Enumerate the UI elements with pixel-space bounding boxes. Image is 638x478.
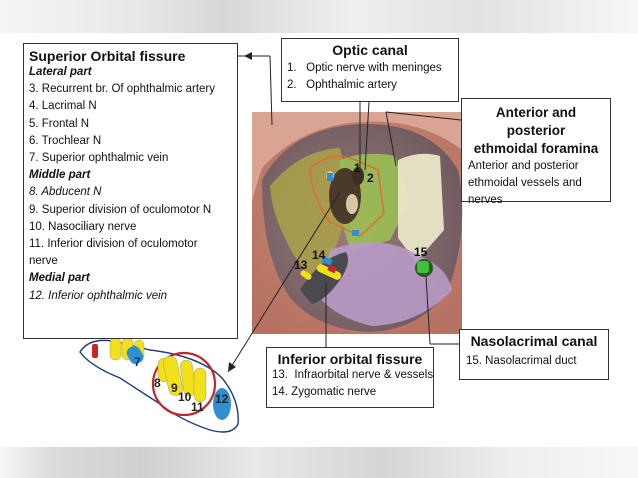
- schematic-label-10: 10: [178, 390, 192, 404]
- label-15: 15: [414, 245, 428, 259]
- sof-middle-item: 8. Abducent N: [29, 186, 102, 199]
- schematic-label-9: 9: [171, 381, 178, 395]
- sof-lateral-item: 7. Superior ophthalmic vein: [29, 152, 169, 165]
- ethmoidal-title-line2: ethmoidal foramina: [473, 141, 599, 156]
- optic-canal-box: Optic canal 1. Optic nerve with meninges…: [281, 38, 459, 102]
- schematic-vein-7: [126, 345, 144, 365]
- sof-lateral-heading: Lateral part: [29, 66, 92, 78]
- nasolacrimal-title: Nasolacrimal canal: [470, 333, 598, 349]
- sof-medial-item: 12. Inferior ophthalmic vein: [29, 289, 168, 302]
- sof-lateral-item: 5. Frontal N: [29, 117, 90, 130]
- orbit-rim-upper: [252, 112, 462, 200]
- schematic-nerve-4: [109, 337, 122, 361]
- optic-canal-title: Optic canal: [332, 42, 408, 58]
- ethmoid-region: [398, 153, 444, 262]
- label-13: 13: [294, 258, 308, 272]
- optic-canal-item: 2. Ophthalmic artery: [287, 79, 397, 92]
- schematic-red-ring: [151, 351, 217, 417]
- fissure-14-artery: [327, 264, 337, 274]
- inferior-orbital-fissure-channel: [300, 252, 348, 304]
- label-1: 1: [354, 161, 361, 175]
- schematic-label-7: 7: [134, 355, 141, 369]
- sof-middle-item: 9. Superior division of oculomotor N: [29, 203, 212, 216]
- arrowhead-ring: [228, 362, 236, 372]
- sof-lateral-item: 6. Trochlear N: [29, 134, 102, 147]
- zygomatic-nerve-marker: [316, 264, 342, 280]
- fissure-lower-vein: [352, 230, 359, 236]
- fissure-14-vessel: [321, 256, 333, 266]
- leader-line-nasal-up: [425, 275, 431, 345]
- schematic-nerve-9: [163, 356, 183, 396]
- superior-fissure-outline: [309, 155, 385, 237]
- nasolacrimal-duct-marker: [417, 261, 429, 273]
- schematic-label-12: 12: [215, 392, 229, 406]
- background-band-top: [0, 0, 638, 33]
- sof-middle-item: nerve: [29, 255, 58, 268]
- ethmoidal-desc: nerves: [468, 194, 503, 206]
- background-band-bottom: [0, 447, 638, 478]
- leader-line-sof-drop: [269, 55, 273, 126]
- iof-title: Inferior orbital fissure: [277, 351, 423, 367]
- schematic-label-11: 11: [191, 400, 204, 414]
- sof-medial-heading: Medial part: [29, 272, 90, 285]
- nasolacrimal-item: 15. Nasolacrimal duct: [466, 355, 577, 367]
- fissure-small-vein: [327, 173, 333, 181]
- schematic-nerve-11: [193, 367, 207, 403]
- sof-middle-item: 11. Inferior division of oculomotor: [29, 238, 198, 251]
- fissure-nerve-bundle: [346, 194, 358, 214]
- schematic-vein-12: [213, 388, 231, 420]
- optic-canal-item: 1. Optic nerve with meninges: [287, 62, 442, 74]
- infraorbital-nerve-marker: [300, 270, 312, 280]
- arrowhead-sof: [244, 52, 252, 60]
- schematic-label-8: 8: [154, 376, 161, 390]
- ethmoidal-title-line1: Anterior and posterior: [495, 105, 577, 138]
- leader-line-ethmoid: [385, 111, 462, 121]
- ethmoidal-desc: Anterior and posterior: [468, 160, 579, 172]
- schematic-artery-3: [92, 344, 98, 358]
- iof-item: 14. Zygomatic nerve: [272, 386, 377, 399]
- leader-line-optic-2: [364, 101, 370, 171]
- sof-middle-heading: Middle part: [29, 169, 91, 182]
- inferior-orbital-fissure-box: Inferior orbital fissure 13. Infraorbita…: [266, 347, 434, 408]
- sof-title: Superior Orbital fissure: [29, 48, 186, 64]
- sof-lateral-item: 3. Recurrent br. Of ophthalmic artery: [29, 83, 215, 96]
- ethmoidal-desc: ethmoidal vessels and: [468, 177, 582, 189]
- sof-middle-item: 10. Nasociliary nerve: [29, 220, 137, 233]
- leader-line-ethmoid-drop: [385, 111, 397, 167]
- ethmoidal-foramina-box: Anterior and posterior ethmoidal foramin…: [461, 98, 611, 206]
- label-2: 2: [367, 171, 374, 185]
- sof-lateral-item: 4. Lacrimal N: [29, 100, 97, 113]
- superior-orbital-fissure-box: Superior Orbital fissure Lateral part 3.…: [23, 43, 238, 339]
- label-14: 14: [312, 248, 326, 262]
- optic-canal-opening: [352, 167, 364, 185]
- nasolacrimal-canal-box: Nasolacrimal canal 15. Nasolacrimal duct: [459, 329, 609, 380]
- iof-item: 13. Infraorbital nerve & vessels: [272, 369, 434, 381]
- leader-line-ring: [227, 191, 341, 373]
